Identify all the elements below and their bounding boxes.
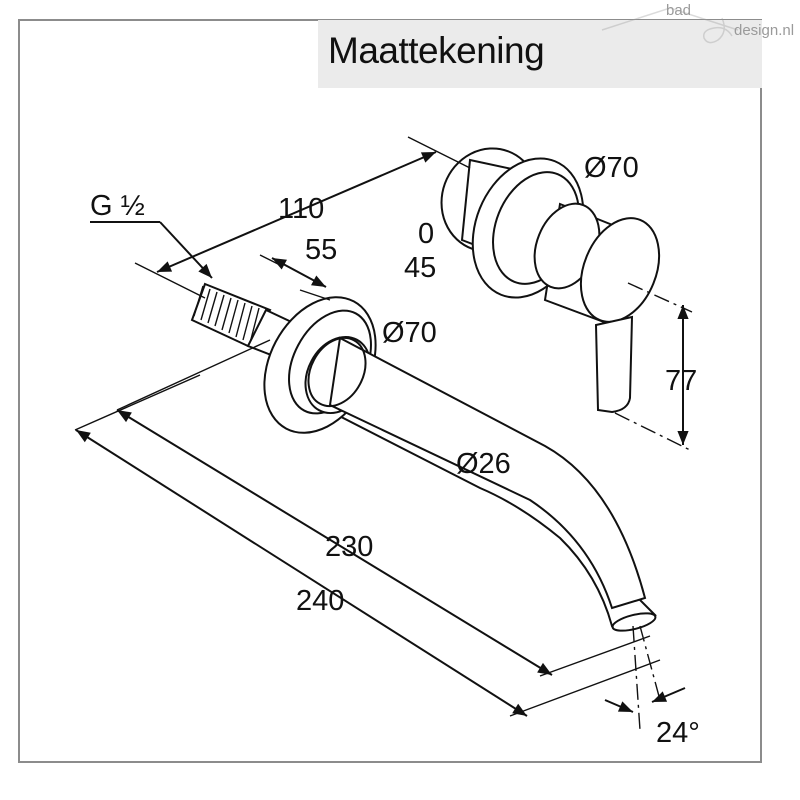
label-110: 110	[278, 193, 324, 225]
dim-line-110	[156, 151, 437, 273]
dimension-labels: G ½ 110 55 Ø70 0 45 Ø70 77 Ø26 230 240 2…	[90, 152, 700, 749]
dimension-lines	[74, 136, 693, 731]
valve-lever	[594, 315, 634, 414]
label-rosette-spout-diameter: Ø70	[382, 317, 437, 349]
label-55: 55	[305, 234, 337, 266]
valve-knob	[579, 217, 661, 323]
label-77: 77	[665, 365, 697, 397]
dim-line-55	[271, 257, 327, 288]
valve-assembly	[440, 147, 661, 414]
label-angle-24: 24°	[656, 717, 700, 749]
page-title: Maattekening	[328, 30, 545, 71]
label-rosette-valve-diameter: Ø70	[584, 152, 639, 184]
watermark-text-bad: bad	[666, 2, 692, 19]
label-range-0: 0	[418, 218, 434, 250]
watermark-house-icon	[601, 7, 739, 44]
spout-outlet	[611, 612, 657, 632]
title-bar	[318, 20, 762, 88]
label-240: 240	[296, 585, 344, 617]
label-thread-g-half: G ½	[90, 190, 145, 222]
watermark-text-design: design.nl	[734, 22, 795, 39]
leader-g-half	[159, 221, 213, 279]
label-spout-diameter: Ø26	[456, 448, 511, 480]
label-range-45: 45	[404, 252, 436, 284]
label-230: 230	[325, 531, 373, 563]
watermark-logo	[600, 0, 800, 50]
dim-angle-left	[604, 699, 634, 713]
dim-angle-right	[651, 687, 686, 703]
dim-line-240	[75, 429, 528, 717]
